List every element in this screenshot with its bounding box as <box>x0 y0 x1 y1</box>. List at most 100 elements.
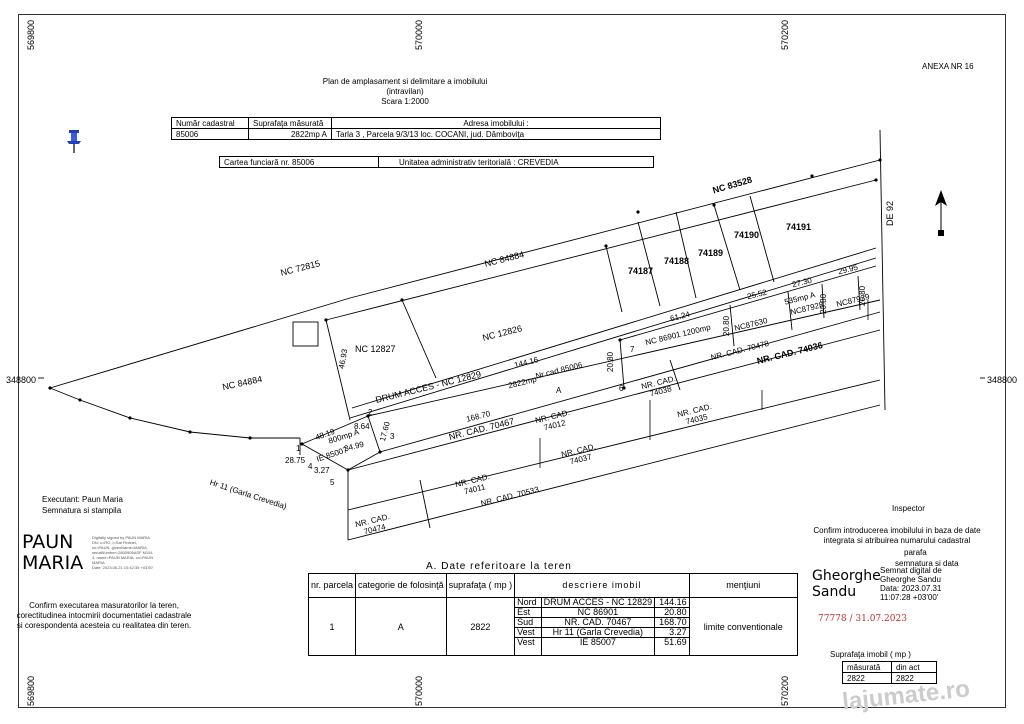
executant-block: Executant: Paun Maria Semnatura si stamp… <box>42 494 123 516</box>
surface-v1: 2822 <box>842 672 892 684</box>
land-registry-table: Cartea funciară nr. 85006 Unitatea admin… <box>219 156 654 168</box>
inspector-name-2: Sandu <box>812 584 857 600</box>
inspector-confirm-2: integrata si atribuirea numarului cadast… <box>823 536 971 545</box>
header-description: descriere imobil <box>514 573 690 598</box>
plan-title-scale: Scara 1:2000 <box>381 97 429 106</box>
header-category: categorie de folosinţă <box>355 573 447 598</box>
row-dir: Sud <box>514 617 542 628</box>
digital-signature-details: Digitally signed by PAUN MARIA DN: c=RO,… <box>92 535 153 570</box>
cadastral-info-table: Număr cadastral Suprafaţa măsurată Adres… <box>171 117 661 140</box>
header-parcel: nr. parcela <box>307 573 357 598</box>
label-A: A <box>556 386 562 395</box>
surface-title: Suprafaţa imobil ( mp ) <box>830 650 911 659</box>
row-dir: Vest <box>514 637 542 656</box>
row-desc: IE 85007 <box>540 637 656 656</box>
executant-confirm: Confirm executarea masuratorilor la tere… <box>14 601 194 631</box>
plan-title: Plan de amplasament si delimitare a imob… <box>300 77 510 107</box>
row-len: 3.27 <box>654 627 690 638</box>
label-2080-b: 20.80 <box>722 315 731 336</box>
inspector-stamp: 77778 / 31.07.2023 <box>818 614 907 624</box>
grid-label-y-left: 348800 <box>6 375 37 385</box>
row-dir: Nord <box>514 597 542 608</box>
signature-name-1: PAUN <box>22 531 74 553</box>
header-area: suprafaţa ( mp ) <box>445 573 516 598</box>
label-2875: 28.75 <box>285 456 306 465</box>
label-2080-a: 20.80 <box>606 351 615 372</box>
land-data-table: nr. parcela categorie de folosinţă supra… <box>307 573 799 656</box>
label-327: 3.27 <box>314 466 330 475</box>
row-desc: NR. CAD. 70467 <box>540 617 656 628</box>
sig-line-3: serialNumber=2800906ASF M154 <box>92 550 153 555</box>
inspector-dig-3: Data: 2023.07.31 <box>880 584 942 593</box>
sig-line-5: MARIA <box>92 560 105 565</box>
confirm-line-2: si corespondenta acesteia cu realitatea … <box>16 621 192 630</box>
row-desc: DRUM ACCES - NC 12829 <box>540 597 656 608</box>
label-point-6: 6 <box>619 384 624 393</box>
inspector-parafa: parafa <box>904 548 927 557</box>
label-point-7: 7 <box>630 345 635 354</box>
label-de92: DE 92 <box>885 200 895 226</box>
area-value: 2822mp A <box>248 128 332 140</box>
sig-line-6: Date: 2023.06.21 10:42:35 +03'00' <box>92 565 154 570</box>
row-desc: NC 86901 <box>540 607 656 618</box>
row-dir: Vest <box>514 627 542 638</box>
inspector-title: Inspector <box>892 504 925 513</box>
label-864: 8.64 <box>354 422 370 431</box>
inspector-dig-1: Semnat digital de <box>880 566 942 575</box>
executant-sign-label: Semnatura si stampila <box>42 506 122 515</box>
executant-name: Executant: Paun Maria <box>42 495 123 504</box>
inspector-confirm-1: Confirm introducerea imobilului in baza … <box>813 526 981 535</box>
sig-line-4: 4, name=PAUN MARIA, cn=PAUN <box>92 555 153 560</box>
cell-notes: limite conventionale <box>688 597 799 656</box>
table-title: A. Date referitoare la teren <box>426 561 572 572</box>
inspector-semnatura: semnatura si data <box>895 559 959 568</box>
uat-label: Unitatea administrativ teritorială : CRE… <box>378 156 654 168</box>
sig-line-1: DN: c=RO, l=Sat Fintinei, <box>92 540 137 545</box>
surface-table: măsurată din act 2822 2822 <box>842 661 937 684</box>
confirm-line-0: Confirm executarea masuratorilor la tere… <box>29 601 179 610</box>
surface-h1: măsurată <box>842 661 892 673</box>
label-point-5: 5 <box>330 478 335 487</box>
sig-line-0: Digitally signed by PAUN MARIA <box>92 535 150 540</box>
drawing-frame <box>18 14 1006 708</box>
label-nc12827: NC 12827 <box>355 344 396 354</box>
sig-line-2: cn=PAUN, givenName=MARIA, <box>92 545 148 550</box>
row-len: 51.69 <box>654 637 690 656</box>
cell-area: 2822 <box>445 597 516 656</box>
row-dir: Est <box>514 607 542 618</box>
label-74188: 74188 <box>664 256 690 266</box>
executant-signature: PAUN MARIA <box>22 532 83 574</box>
cell-parcel: 1 <box>307 597 357 656</box>
inspector-dig-4: 11:07:28 +03'00' <box>880 593 939 602</box>
label-point-2: 2 <box>368 408 373 417</box>
inspector-name-1: Gheorghe <box>812 568 881 584</box>
north-arrow-icon <box>935 190 947 236</box>
inspector-digital-sig: Semnat digital de Gheorghe Sandu Data: 2… <box>880 566 942 602</box>
cf-label: Cartea funciară nr. 85006 <box>219 156 379 168</box>
row-len: 168.70 <box>654 617 690 628</box>
confirm-line-1: corectitudinea intocmirii documentatiei … <box>16 611 192 620</box>
label-point-1: 1 <box>296 444 301 453</box>
annex-label: ANEXA NR 16 <box>922 62 974 71</box>
row-len: 144.16 <box>654 597 690 608</box>
label-74189: 74189 <box>698 248 724 258</box>
label-74190: 74190 <box>734 230 760 240</box>
cell-category: A <box>355 597 447 656</box>
plan-title-line2: (intravilan) <box>386 87 424 96</box>
surface-v2: 2822 <box>891 672 937 684</box>
inspector-dig-2: Gheorghe Sandu <box>880 575 941 584</box>
addr-value: Tarla 3 , Parcela 9/3/13 loc. COCANI, ju… <box>331 128 661 140</box>
row-len: 20.80 <box>654 607 690 618</box>
inspector-confirm: Confirm introducerea imobilului in baza … <box>812 526 982 546</box>
signature-name-2: MARIA <box>22 552 84 574</box>
header-notes: menţiuni <box>688 573 799 598</box>
grid-label-y-right: 348800 <box>987 375 1018 385</box>
plan-title-line1: Plan de amplasament si delimitare a imob… <box>322 77 488 86</box>
surface-h2: din act <box>891 661 937 673</box>
pushpin-icon <box>67 130 81 153</box>
inspector-signature: Gheorghe Sandu <box>812 568 881 600</box>
row-desc: Hr 11 (Garla Crevedia) <box>540 627 656 638</box>
label-point-4: 4 <box>308 462 313 471</box>
label-74191: 74191 <box>786 222 812 232</box>
